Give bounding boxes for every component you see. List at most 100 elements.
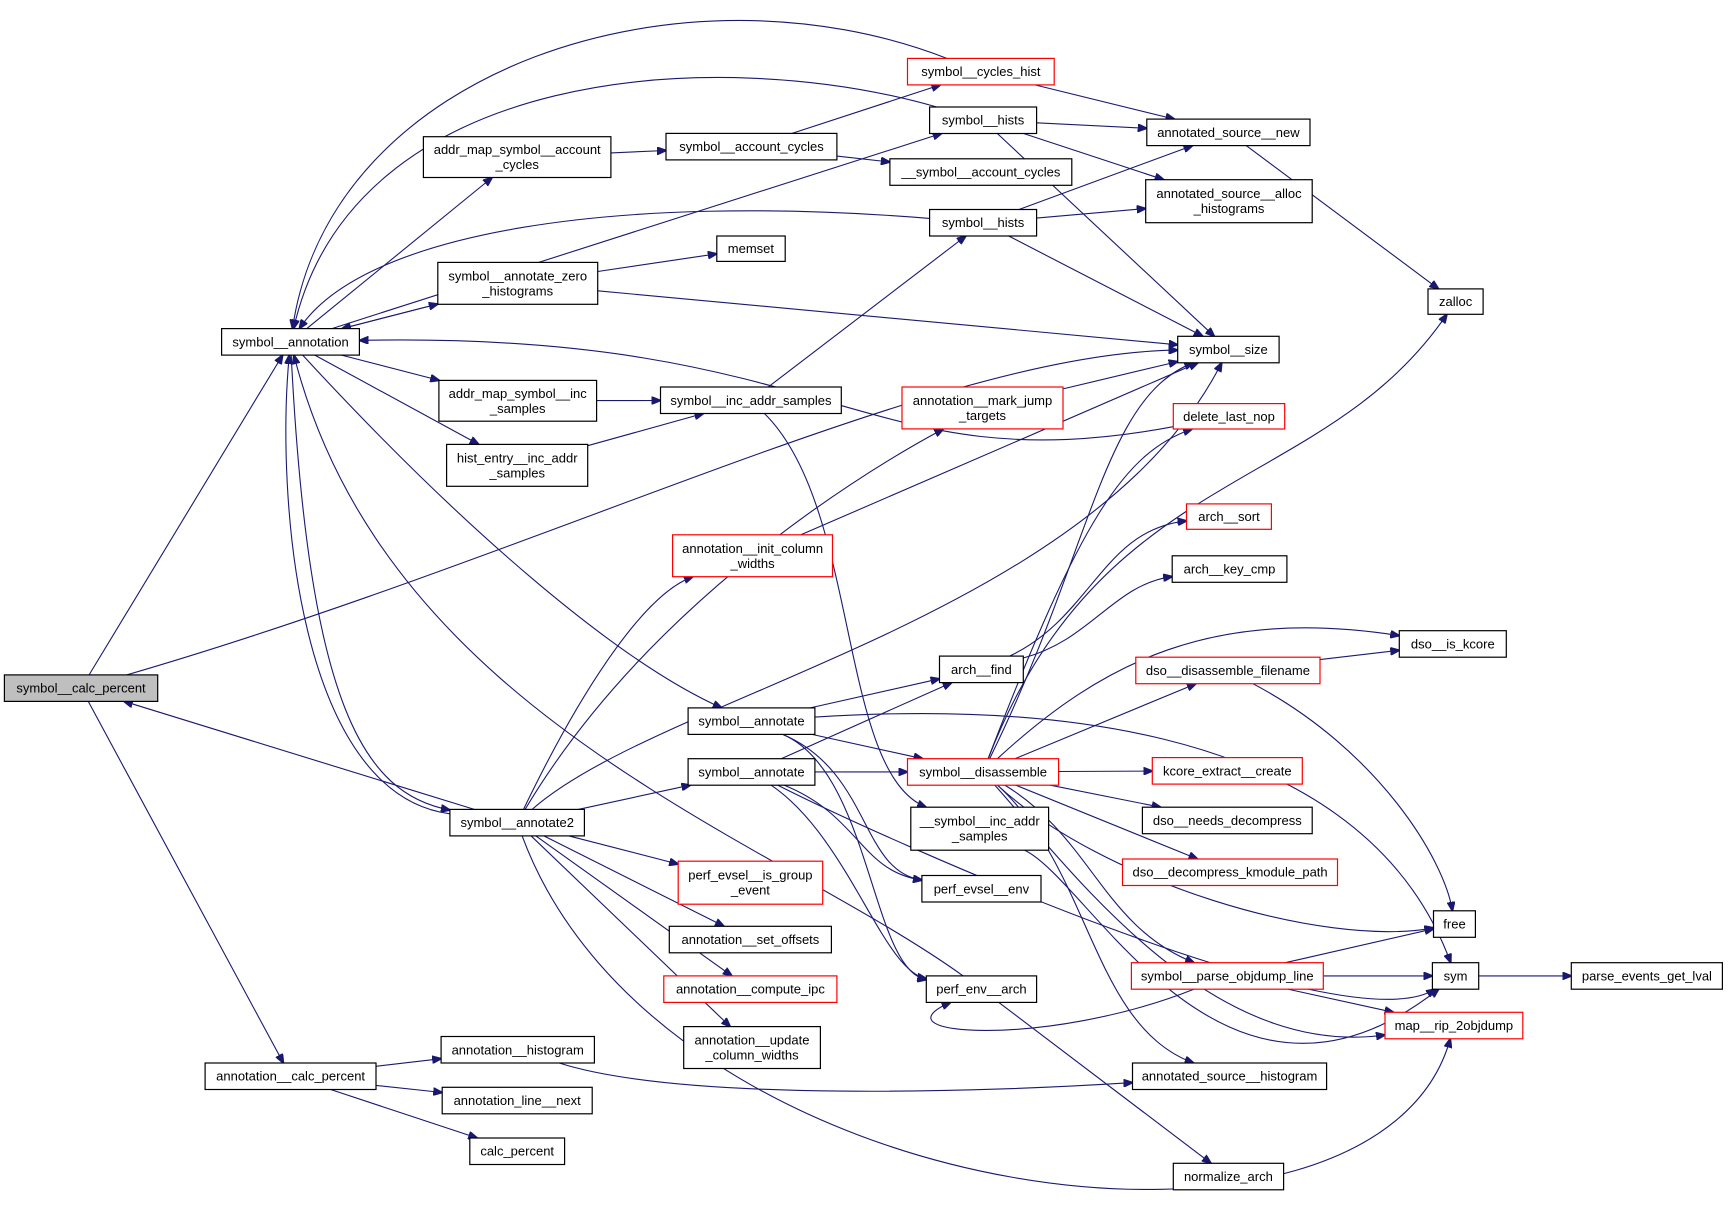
node-annotation-set-offsets[interactable]: annotation__set_offsets — [668, 925, 832, 954]
node-annotation-update-column[interactable]: annotation__update_column_widths — [683, 1025, 822, 1070]
node-box[interactable] — [910, 806, 1050, 851]
node-box[interactable] — [437, 261, 599, 305]
node-normalize-arch[interactable]: normalize_arch — [1172, 1162, 1285, 1191]
node-box[interactable] — [1177, 335, 1280, 364]
node-symbol-annotation[interactable]: symbol__annotation — [221, 328, 361, 356]
node-symbol-inc-addr-samples[interactable]: symbol__inc_addr_samples — [659, 386, 842, 415]
node-box[interactable] — [906, 57, 1055, 86]
node-box[interactable] — [659, 386, 842, 415]
node-symbol-size[interactable]: symbol__size — [1177, 335, 1280, 364]
node-symbol-annotate2[interactable]: symbol__annotate2 — [449, 808, 585, 837]
node-box[interactable] — [1131, 1062, 1328, 1091]
node-box[interactable] — [1151, 756, 1303, 785]
node-box[interactable] — [687, 707, 816, 736]
node-addr-map-inc-samples[interactable]: addr_map_symbol__inc_samples — [438, 379, 598, 422]
node-box[interactable] — [1172, 1162, 1285, 1191]
node-box[interactable] — [1384, 1011, 1524, 1040]
node-box[interactable] — [938, 655, 1024, 684]
node-box[interactable] — [716, 235, 786, 262]
node-symbol-hists-2[interactable]: symbol__hists — [928, 208, 1038, 237]
node-box[interactable] — [921, 874, 1042, 903]
node-symbol-annotate-1[interactable]: symbol__annotate — [687, 707, 816, 736]
node-box[interactable] — [1135, 656, 1321, 685]
node-annotation-mark-jump[interactable]: annotation__mark_jump_targets — [901, 386, 1064, 430]
node-box[interactable] — [668, 925, 832, 954]
node-box[interactable] — [901, 386, 1064, 430]
node-box[interactable] — [928, 106, 1038, 135]
node-symbol-account-cycles[interactable]: symbol__account_cycles — [665, 132, 838, 161]
node-box[interactable] — [422, 136, 612, 179]
node-hist-entry-inc-addr[interactable]: hist_entry__inc_addr_samples — [446, 443, 589, 487]
node-box[interactable] — [440, 1035, 596, 1064]
node-box[interactable] — [889, 158, 1073, 186]
node-box[interactable] — [928, 208, 1038, 237]
node-arch-find[interactable]: arch__find — [938, 655, 1024, 684]
node-free[interactable]: free — [1432, 910, 1477, 938]
node-box[interactable] — [1121, 858, 1339, 887]
node-box[interactable] — [671, 534, 834, 578]
node-perf-env-arch[interactable]: perf_env__arch — [925, 975, 1038, 1004]
node-kcore-extract-create[interactable]: kcore_extract__create — [1151, 756, 1303, 785]
node-box[interactable] — [683, 1025, 822, 1070]
node---symbol-account-cycles[interactable]: __symbol__account_cycles — [889, 158, 1073, 186]
node-perf-evsel-env[interactable]: perf_evsel__env — [921, 874, 1042, 903]
node-box[interactable] — [1141, 806, 1313, 835]
node-box[interactable] — [1432, 910, 1477, 938]
node-box[interactable] — [687, 758, 816, 786]
node-box[interactable] — [1185, 503, 1273, 530]
node-symbol-parse-objdump[interactable]: symbol__parse_objdump_line — [1130, 962, 1324, 990]
node-dso-needs-decompress[interactable]: dso__needs_decompress — [1141, 806, 1313, 835]
node-annotated-source-alloc[interactable]: annotated_source__alloc_histograms — [1145, 179, 1313, 224]
node-symbol-cycles-hist[interactable]: symbol__cycles_hist — [906, 57, 1055, 86]
node-parse-events-get-lval[interactable]: parse_events_get_lval — [1570, 962, 1724, 990]
node-box[interactable] — [925, 975, 1038, 1004]
node-dso-disassemble-filename[interactable]: dso__disassemble_filename — [1135, 656, 1321, 685]
node-box[interactable] — [469, 1137, 566, 1166]
node-box[interactable] — [204, 1062, 377, 1091]
node-box[interactable] — [1431, 962, 1480, 990]
node-map-rip-2objdump[interactable]: map__rip_2objdump — [1384, 1011, 1524, 1040]
node-symbol-disassemble[interactable]: symbol__disassemble — [906, 758, 1060, 786]
node-box[interactable] — [441, 1086, 593, 1115]
node-perf-evsel-is-group[interactable]: perf_evsel__is_group_event — [677, 860, 824, 905]
node-symbol-annotate-2[interactable]: symbol__annotate — [687, 758, 816, 786]
node-calc-percent[interactable]: calc_percent — [469, 1137, 566, 1166]
node-box[interactable] — [449, 808, 585, 837]
node-annotated-source-histogram[interactable]: annotated_source__histogram — [1131, 1062, 1328, 1091]
node-dso-is-kcore[interactable]: dso__is_kcore — [1398, 630, 1507, 658]
node-annotated-source-new[interactable]: annotated_source__new — [1146, 118, 1311, 147]
node-arch-key-cmp[interactable]: arch__key_cmp — [1171, 555, 1288, 583]
node-box[interactable] — [1171, 555, 1288, 583]
node-calc-percent-focus[interactable]: symbol__calc_percent — [3, 674, 159, 703]
node-symbol-hists-1[interactable]: symbol__hists — [928, 106, 1038, 135]
node-annotation-compute-ipc[interactable]: annotation__compute_ipc — [663, 975, 838, 1004]
node-box[interactable] — [906, 758, 1060, 786]
node-box[interactable] — [1427, 288, 1484, 315]
node-box[interactable] — [438, 379, 598, 422]
node-box[interactable] — [1145, 179, 1313, 224]
node-box[interactable] — [1130, 962, 1324, 990]
node-annotation-init-column[interactable]: annotation__init_column_widths — [671, 534, 834, 578]
node-box[interactable] — [665, 132, 838, 161]
node-zalloc[interactable]: zalloc — [1427, 288, 1484, 315]
node-box[interactable] — [663, 975, 838, 1004]
node-box[interactable] — [3, 674, 159, 703]
node-delete-last-nop[interactable]: delete_last_nop — [1172, 403, 1286, 430]
node-annotation-histogram[interactable]: annotation__histogram — [440, 1035, 596, 1064]
node---symbol-inc-addr[interactable]: __symbol__inc_addr_samples — [910, 806, 1050, 851]
node-box[interactable] — [1570, 962, 1724, 990]
node-box[interactable] — [1398, 630, 1507, 658]
node-box[interactable] — [677, 860, 824, 905]
node-annotation-line-next[interactable]: annotation_line__next — [441, 1086, 593, 1115]
node-sym[interactable]: sym — [1431, 962, 1480, 990]
node-box[interactable] — [446, 443, 589, 487]
node-memset[interactable]: memset — [716, 235, 786, 262]
node-box[interactable] — [1146, 118, 1311, 147]
node-dso-decompress-kmodule[interactable]: dso__decompress_kmodule_path — [1121, 858, 1339, 887]
node-annotation-calc-percent[interactable]: annotation__calc_percent — [204, 1062, 377, 1091]
node-symbol-annotate-zero[interactable]: symbol__annotate_zero_histograms — [437, 261, 599, 305]
node-addr-map-account-cycles[interactable]: addr_map_symbol__account_cycles — [422, 136, 612, 179]
node-arch-sort[interactable]: arch__sort — [1185, 503, 1273, 530]
node-box[interactable] — [1172, 403, 1286, 430]
node-box[interactable] — [221, 328, 361, 356]
